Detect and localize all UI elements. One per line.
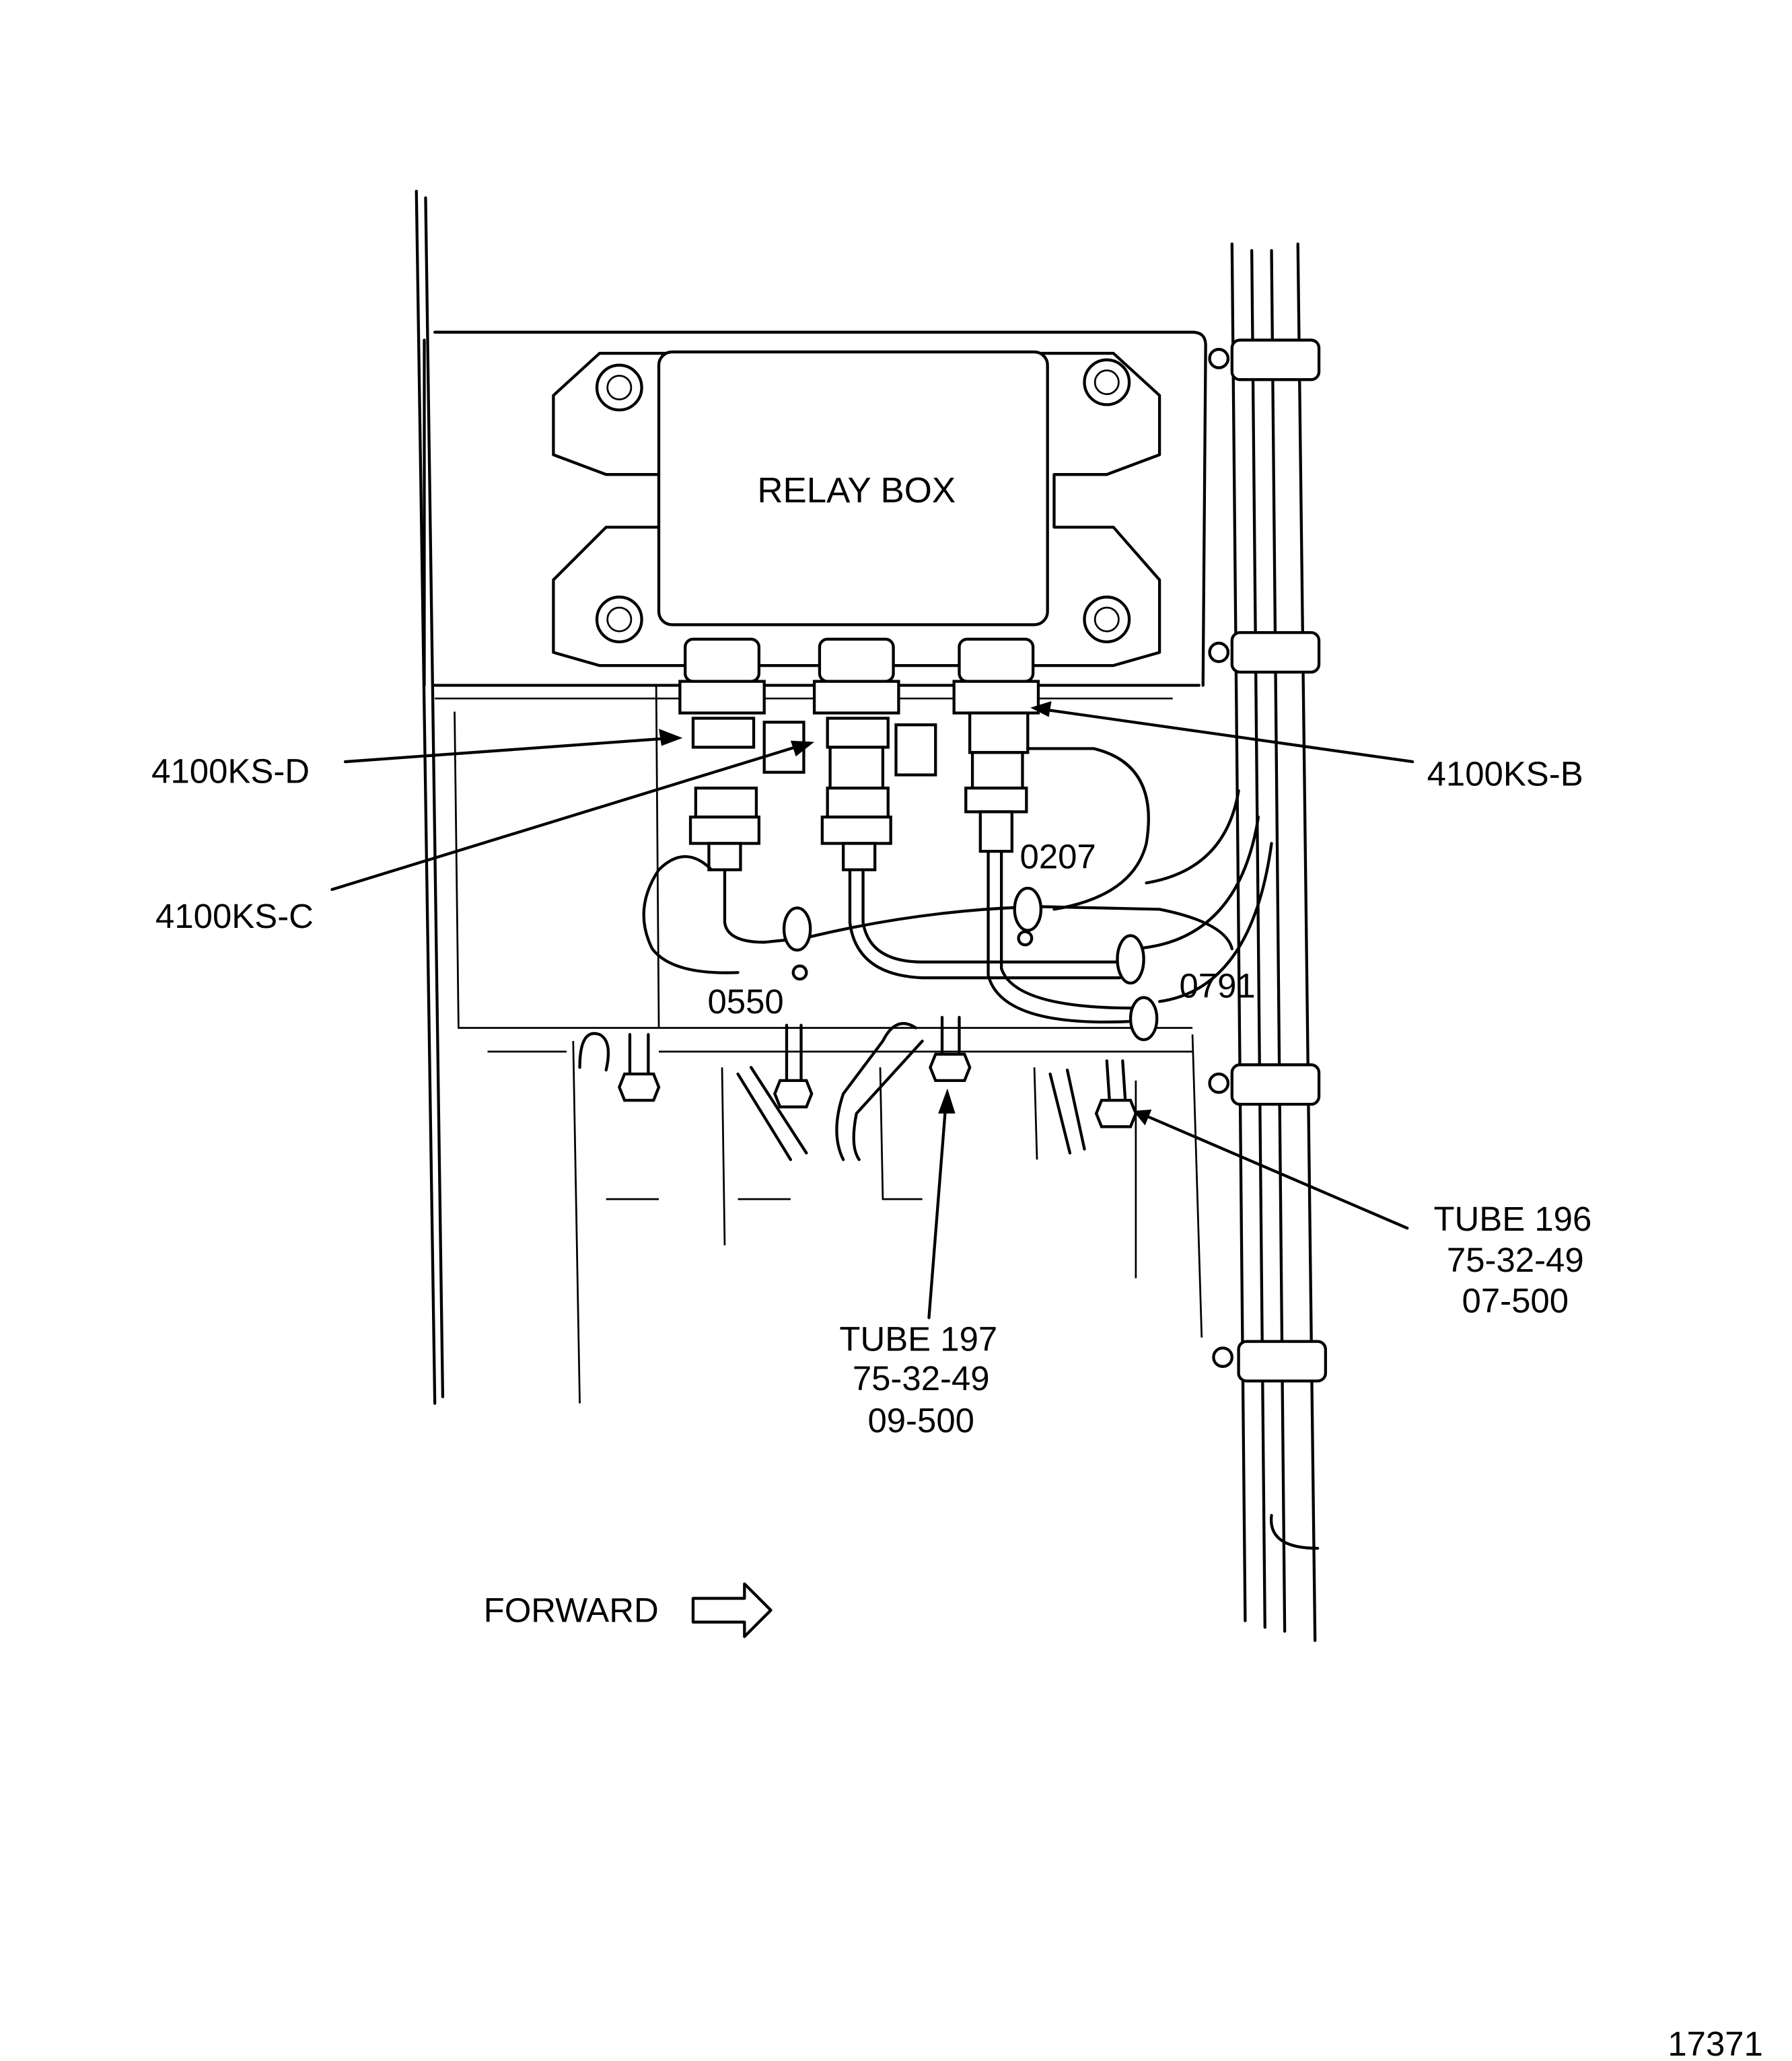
label-4100ks-b: 4100KS-B [1427,754,1583,793]
forward-arrow-icon [691,1582,773,1638]
relay-box-body [657,350,1049,626]
clamp-0791-upper [1116,934,1145,985]
clamp-0207 [1013,886,1043,932]
connectors [678,637,1040,871]
right-harness [1208,242,1327,1642]
label-4100ks-d: 4100KS-D [151,752,310,790]
connector-4100ks-c [762,637,937,871]
wire-bundles [642,747,1273,1024]
labels: 4100KS-D 4100KS-C 4100KS-B 0207 0550 079… [151,752,1763,2061]
figure-number: 17371 [1668,2025,1763,2061]
label-clamp-0207: 0207 [1020,838,1096,876]
label-clamp-0550: 0550 [707,982,783,1021]
label-tube-197-item: 09-500 [867,1402,974,1440]
connector-4100ks-b [952,637,1040,853]
leader-lines [330,700,1414,1319]
mounting-screw-icons [595,358,1131,644]
relay-box-label: RELAY BOX [757,470,956,510]
label-tube-197-name: TUBE 197 [839,1319,997,1358]
relay-box: RELAY BOX [552,350,1161,667]
label-tube-196-ref: 75-32-49 [1447,1241,1584,1279]
tubes [578,1015,1138,1161]
clamp-0791-lower [1128,996,1159,1042]
label-tube-197-ref: 75-32-49 [853,1359,990,1398]
clamp-0550 [782,906,812,952]
label-clamp-0791: 0791 [1179,967,1255,1005]
label-tube-196-item: 07-500 [1462,1282,1569,1320]
clamps [782,886,1159,1042]
harness-clamps [1208,338,1327,1383]
label-4100ks-c: 4100KS-C [155,897,314,935]
label-forward: FORWARD [484,1591,659,1630]
tube-fitting-nut [617,1072,661,1102]
label-tube-196-name: TUBE 196 [1433,1200,1591,1238]
connector-4100ks-d [678,637,766,871]
